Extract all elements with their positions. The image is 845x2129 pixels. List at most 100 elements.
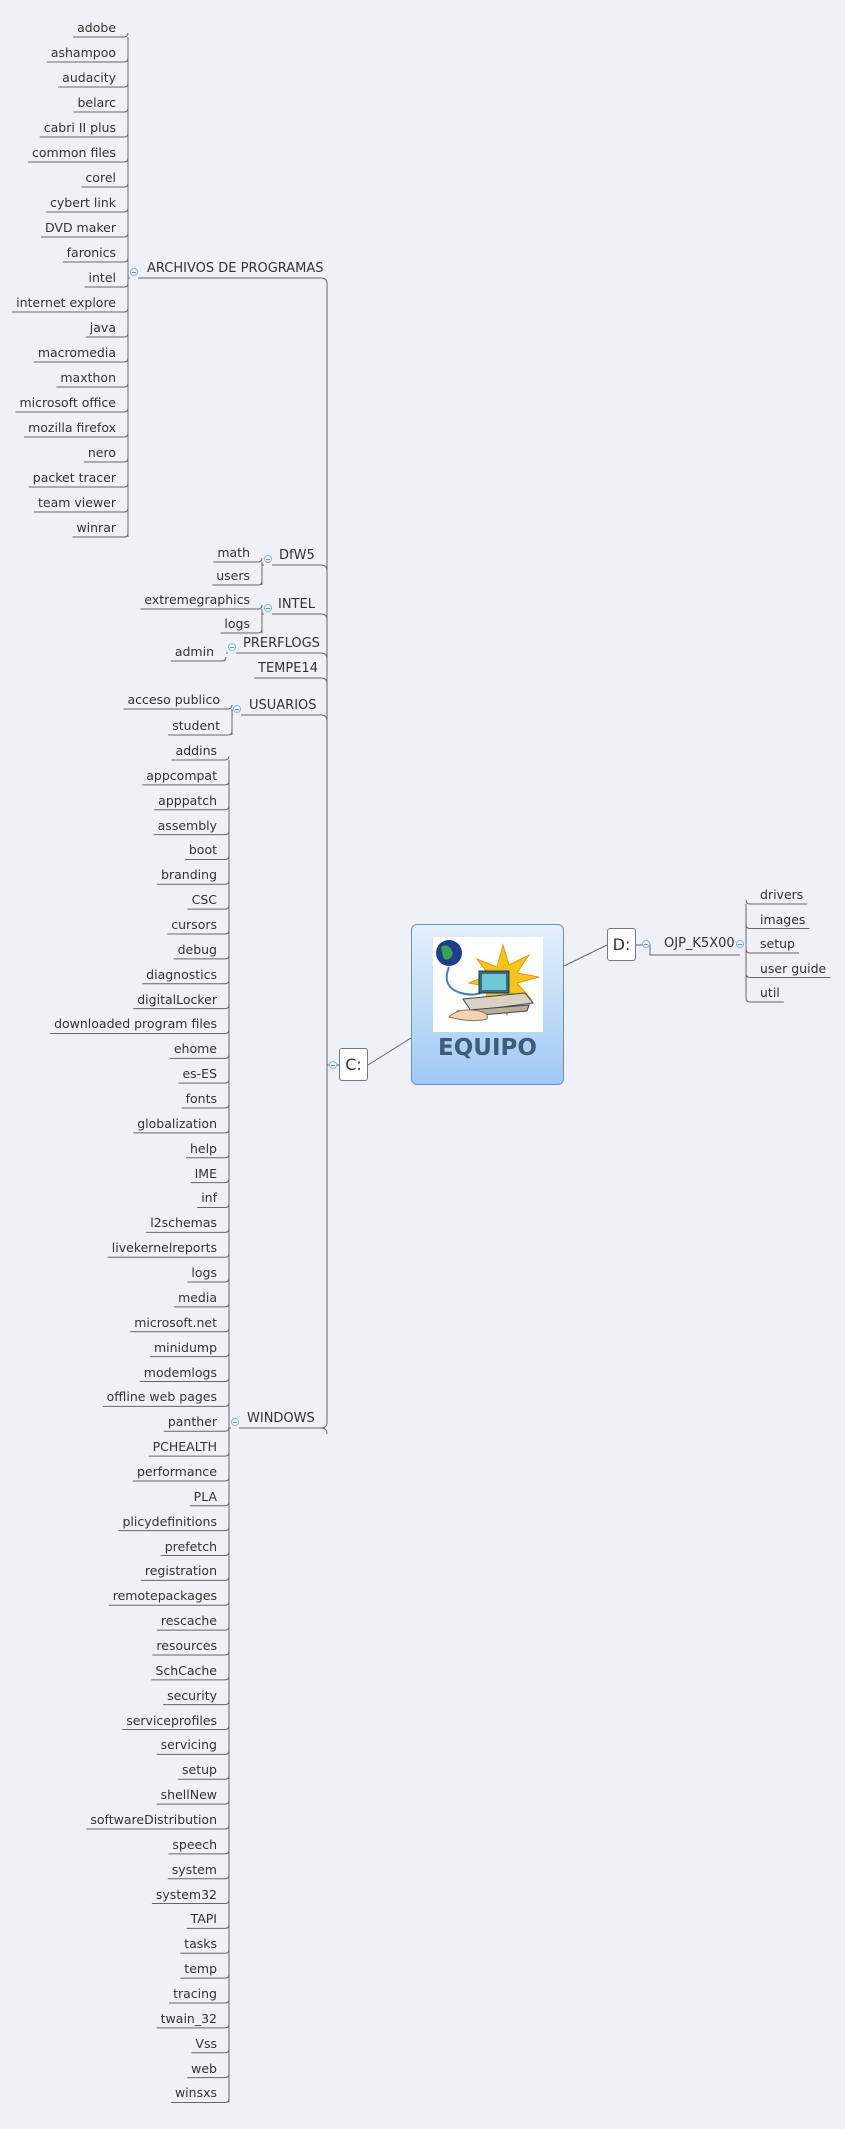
collapse-branch-1-icon[interactable] — [264, 555, 272, 563]
leaf-item[interactable]: SchCache — [155, 1662, 217, 1678]
central-topic-equipo[interactable]: EQUIPO — [411, 924, 564, 1085]
branch-dfw5[interactable]: DfW5 — [279, 548, 315, 563]
leaf-item[interactable]: digitalLocker — [137, 991, 217, 1007]
leaf-item[interactable]: media — [178, 1289, 217, 1305]
leaf-item[interactable]: PLA — [193, 1488, 217, 1504]
leaf-item[interactable]: globalization — [137, 1115, 217, 1131]
leaf-item[interactable]: prefetch — [164, 1538, 217, 1554]
leaf-item[interactable]: es-ES — [182, 1066, 217, 1082]
leaf-item[interactable]: diagnostics — [146, 966, 217, 982]
leaf-item[interactable]: Vss — [195, 2035, 217, 2051]
collapse-branch-2-icon[interactable] — [264, 604, 272, 612]
leaf-item[interactable]: registration — [144, 1563, 217, 1579]
leaf-item[interactable]: appcompat — [146, 767, 217, 783]
leaf-item[interactable]: common files — [32, 145, 116, 160]
leaf-item[interactable]: minidump — [153, 1339, 217, 1355]
leaf-item[interactable]: boot — [188, 842, 217, 858]
branch-intel[interactable]: INTEL — [278, 597, 315, 612]
leaf-item[interactable]: servicing — [160, 1737, 217, 1753]
leaf-item[interactable]: internet explore — [16, 295, 116, 310]
leaf-item[interactable]: winsxs — [174, 2085, 217, 2101]
drive-c-node[interactable]: C: — [339, 1048, 368, 1081]
leaf-item[interactable]: images — [760, 911, 806, 927]
leaf-item[interactable]: faronics — [66, 245, 116, 260]
leaf-item[interactable]: help — [189, 1140, 217, 1156]
leaf-item[interactable]: setup — [182, 1762, 217, 1778]
leaf-item[interactable]: performance — [136, 1463, 217, 1479]
leaf-item[interactable]: winrar — [76, 520, 116, 535]
leaf-item[interactable]: java — [89, 320, 116, 335]
leaf-item[interactable]: tasks — [184, 1936, 217, 1952]
collapse-d-icon[interactable] — [642, 940, 650, 948]
leaf-item[interactable]: belarc — [77, 95, 117, 110]
collapse-branch-0-icon[interactable] — [130, 268, 138, 276]
leaf-item[interactable]: security — [167, 1687, 217, 1703]
leaf-item[interactable]: corel — [85, 170, 116, 185]
branch-usuarios[interactable]: USUARIOS — [249, 698, 317, 713]
leaf-item[interactable]: audacity — [62, 70, 116, 85]
branch-ojp-k5x00[interactable]: OJP_K5X00 — [664, 936, 735, 951]
leaf-item[interactable]: fonts — [185, 1091, 217, 1107]
leaf-item[interactable]: modemlogs — [143, 1364, 217, 1380]
leaf-item[interactable]: serviceprofiles — [126, 1712, 217, 1728]
leaf-item[interactable]: speech — [172, 1836, 217, 1852]
leaf-item[interactable]: inf — [201, 1190, 217, 1206]
leaf-item[interactable]: cybert link — [49, 195, 116, 210]
leaf-item[interactable]: team viewer — [37, 495, 116, 510]
leaf-item[interactable]: nero — [87, 445, 116, 460]
leaf-item[interactable]: ashampoo — [50, 45, 116, 60]
leaf-item[interactable]: users — [216, 568, 250, 583]
leaf-item[interactable]: resources — [156, 1637, 217, 1653]
collapse-ojp-icon[interactable] — [736, 940, 744, 948]
leaf-item[interactable]: downloaded program files — [54, 1016, 217, 1032]
branch-prerflogs[interactable]: PRERFLOGS — [243, 636, 320, 651]
leaf-item[interactable]: tracing — [173, 1986, 217, 2001]
leaf-item[interactable]: plicydefinitions — [122, 1513, 217, 1529]
leaf-item[interactable]: adobe — [77, 20, 116, 35]
leaf-item[interactable]: mozilla firefox — [28, 420, 116, 435]
leaf-item[interactable]: twain_32 — [160, 2010, 217, 2026]
leaf-item[interactable]: IME — [194, 1165, 217, 1181]
leaf-item[interactable]: assembly — [157, 817, 217, 833]
collapse-c-icon[interactable] — [329, 1061, 337, 1069]
leaf-item[interactable]: temp — [184, 1961, 217, 1977]
leaf-item[interactable]: branding — [161, 867, 217, 883]
leaf-item[interactable]: panther — [167, 1414, 217, 1430]
leaf-item[interactable]: offline web pages — [106, 1389, 217, 1405]
leaf-item[interactable]: student — [172, 718, 220, 733]
leaf-item[interactable]: DVD maker — [44, 220, 116, 235]
leaf-item[interactable]: addins — [175, 743, 217, 758]
leaf-item[interactable]: admin — [174, 644, 214, 659]
leaf-item[interactable]: extremegraphics — [144, 592, 250, 607]
leaf-item[interactable]: user guide — [760, 960, 827, 976]
leaf-item[interactable]: system32 — [155, 1886, 217, 1902]
collapse-branch-6-icon[interactable] — [231, 1418, 239, 1426]
branch-archivos-de-programas[interactable]: ARCHIVOS DE PROGRAMAS — [147, 261, 324, 276]
leaf-item[interactable]: ehome — [173, 1041, 217, 1057]
leaf-item[interactable]: softwareDistribution — [90, 1811, 217, 1827]
leaf-item[interactable]: rescache — [160, 1613, 217, 1629]
leaf-item[interactable]: l2schemas — [150, 1215, 217, 1231]
leaf-item[interactable]: math — [217, 545, 250, 560]
leaf-item[interactable]: shellNew — [160, 1787, 217, 1803]
leaf-item[interactable]: livekernelreports — [111, 1240, 217, 1256]
branch-tempe14[interactable]: TEMPE14 — [258, 661, 318, 676]
leaf-item[interactable]: intel — [88, 270, 116, 285]
leaf-item[interactable]: system — [171, 1861, 217, 1877]
leaf-item[interactable]: macromedia — [37, 345, 116, 360]
collapse-branch-3-icon[interactable] — [228, 643, 236, 651]
leaf-item[interactable]: maxthon — [60, 370, 116, 385]
leaf-item[interactable]: apppatch — [158, 792, 217, 808]
leaf-item[interactable]: setup — [760, 936, 795, 951]
drive-d-node[interactable]: D: — [607, 928, 636, 961]
leaf-item[interactable]: remotepackages — [112, 1588, 217, 1604]
collapse-branch-5-icon[interactable] — [233, 705, 241, 713]
leaf-item[interactable]: logs — [191, 1265, 217, 1281]
leaf-item[interactable]: util — [760, 985, 780, 1000]
branch-windows[interactable]: WINDOWS — [247, 1411, 315, 1426]
leaf-item[interactable]: logs — [224, 616, 250, 631]
leaf-item[interactable]: web — [191, 2060, 217, 2076]
leaf-item[interactable]: debug — [177, 941, 217, 957]
leaf-item[interactable]: CSC — [191, 892, 217, 908]
leaf-item[interactable]: packet tracer — [32, 470, 116, 485]
